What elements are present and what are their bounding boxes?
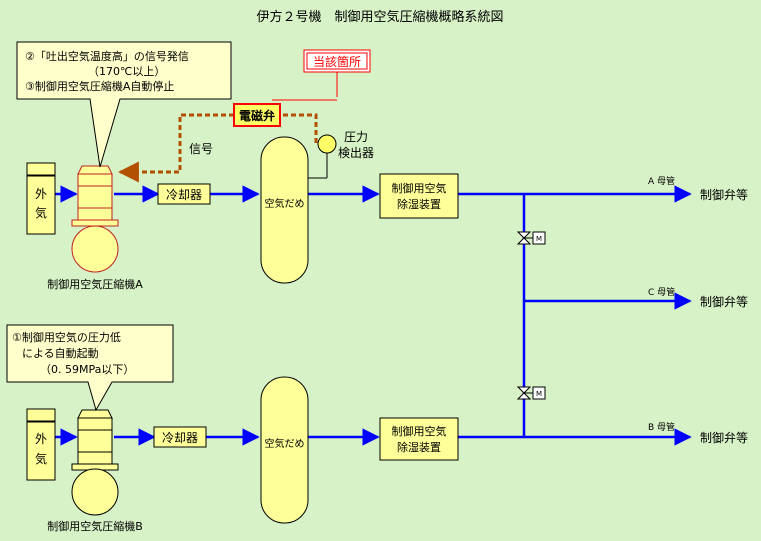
callout-b-line-2: による自動起動	[22, 346, 99, 360]
motor-valve-lower-label: M	[536, 390, 542, 398]
outside-air-a: 外 気	[26, 162, 56, 235]
callout-b-line-3: （0. 59MPa以下）	[40, 363, 134, 376]
callout-a-line-3: ③制御用空気圧縮機A自動停止	[25, 79, 174, 93]
compressor-b-label: 制御用空気圧縮機B	[47, 519, 143, 533]
compressor-a	[71, 165, 119, 273]
header-a-label: A 母管	[648, 175, 675, 187]
callout-b: ①制御用空気の圧力低 による自動起動 （0. 59MPa以下）	[6, 324, 174, 412]
motor-valve-lower: M	[516, 386, 546, 400]
callout-b-line-1: ①制御用空気の圧力低	[12, 330, 121, 344]
air-tank-b-label: 空気だめ	[265, 437, 305, 450]
callout-a-line-2: （170℃以上）	[88, 65, 165, 78]
solenoid-valve-label: 電磁弁	[239, 108, 275, 123]
dehumidifier-b-label-1: 制御用空気	[392, 424, 447, 438]
piping	[55, 151, 692, 446]
air-tank-b: 空気だめ	[260, 376, 309, 524]
diagram-title: 伊方２号機 制御用空気圧縮機概略系統図	[256, 9, 503, 25]
header-b-destination: 制御弁等	[700, 430, 748, 445]
compressor-a-label: 制御用空気圧縮機A	[47, 277, 143, 291]
pressure-detector-label-2: 検出器	[338, 146, 374, 160]
dehumidifier-a: 制御用空気 除湿装置	[379, 173, 459, 219]
header-c-destination: 制御弁等	[700, 294, 748, 309]
solenoid-valve: 電磁弁	[233, 103, 281, 127]
motor-valve-upper: M	[516, 231, 546, 245]
pressure-detector	[317, 134, 337, 154]
outside-air-a-label-2: 気	[35, 205, 47, 220]
signal-label: 信号	[189, 142, 213, 156]
dehumidifier-b: 制御用空気 除湿装置	[379, 417, 459, 461]
outside-air-b-label-1: 外	[35, 432, 47, 446]
dehumidifier-b-label-2: 除湿装置	[397, 440, 441, 454]
dehumidifier-a-label-1: 制御用空気	[392, 181, 447, 195]
relevant-part-box: 当該箇所	[272, 49, 371, 101]
motor-valve-upper-label: M	[536, 235, 542, 243]
cooler-a-label: 冷却器	[166, 188, 202, 202]
header-a-destination: 制御弁等	[700, 187, 748, 202]
compressor-b	[71, 409, 119, 516]
dehumidifier-a-label-2: 除湿装置	[397, 197, 441, 211]
pressure-detector-label-1: 圧力	[344, 130, 368, 144]
outside-air-b-label-2: 気	[35, 451, 47, 466]
relevant-part-label: 当該箇所	[313, 54, 361, 69]
header-c-label: C 母管	[648, 286, 675, 298]
air-tank-a-label: 空気だめ	[265, 197, 305, 210]
callout-a-line-1: ②「吐出空気温度高」の信号発信	[25, 49, 189, 63]
header-b-label: B 母管	[648, 421, 675, 433]
outside-air-a-label-1: 外	[35, 187, 47, 201]
outside-air-b: 外 気	[26, 408, 56, 481]
cooler-b: 冷却器	[153, 426, 207, 448]
callout-a: ②「吐出空気温度高」の信号発信 （170℃以上） ③制御用空気圧縮機A自動停止	[16, 41, 232, 168]
air-tank-a: 空気だめ	[260, 136, 309, 284]
cooler-a: 冷却器	[157, 183, 211, 205]
signal-line	[117, 113, 318, 183]
cooler-b-label: 冷却器	[162, 431, 198, 445]
